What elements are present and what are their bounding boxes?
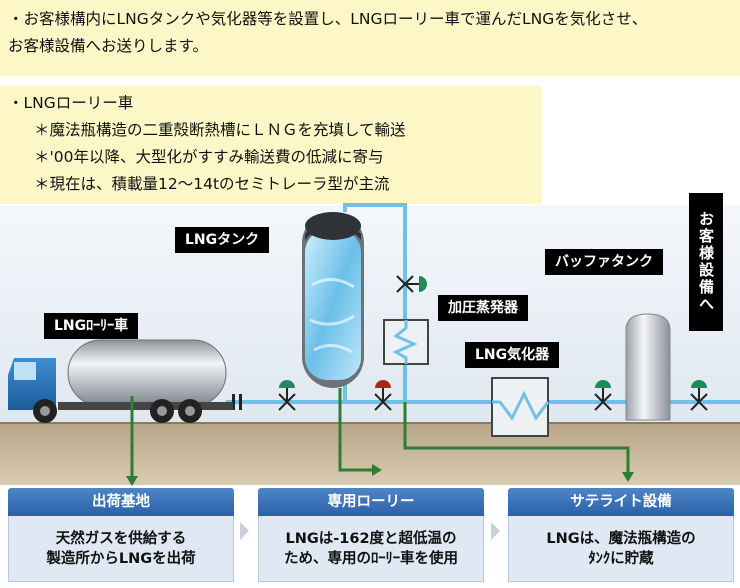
step-body: LNGは、魔法瓶構造の ﾀﾝｸに貯蔵 [508, 516, 734, 582]
notes-title: ・LNGローリー車 [8, 94, 134, 112]
step-arrow-icon [240, 522, 249, 540]
flow-arrowhead [126, 476, 138, 486]
step-title: 専用ローリー [258, 488, 484, 516]
label-lng-tank: LNGタンク [175, 227, 270, 253]
step-body: LNGは-162度と超低温の ため、専用のﾛｰﾘｰ車を使用 [258, 516, 484, 582]
note-item-2: ＊'00年以降、大型化がすすみ輸送費の低減に寄与 [34, 148, 384, 166]
step-dedicated-lorry: 専用ローリー LNGは-162度と超低温の ため、専用のﾛｰﾘｰ車を使用 [258, 488, 484, 582]
pipe-flange [232, 394, 235, 410]
step-arrow-icon [491, 522, 500, 540]
label-lng-vaporizer: LNG気化器 [465, 342, 560, 368]
lng-vaporizer-unit [491, 377, 550, 437]
step-text-line: ため、専用のﾛｰﾘｰ車を使用 [284, 551, 458, 567]
pressurizing-evaporator-unit [383, 319, 429, 365]
step-title: サテライト設備 [508, 488, 734, 516]
ground [0, 423, 740, 485]
step-title: 出荷基地 [8, 488, 234, 516]
label-pressurizing-evaporator: 加圧蒸発器 [438, 295, 528, 321]
intro-line-2: お客様設備へお送りします。 [8, 37, 208, 55]
step-body: 天然ガスを供給する 製造所からLNGを出荷 [8, 516, 234, 582]
valve-icon [594, 380, 612, 411]
flow-lines [130, 388, 630, 484]
pipe-flange [239, 394, 242, 410]
step-text-line: LNGは、魔法瓶構造の [546, 531, 696, 547]
valve-icon [396, 275, 427, 293]
flow-arrowhead [622, 472, 634, 482]
step-text-line: ﾀﾝｸに貯蔵 [588, 551, 654, 567]
notes-panel: ・LNGローリー車 ＊魔法瓶構造の二重殻断熱槽にＬＮＧを充填して輸送 ＊'00年… [0, 86, 542, 204]
flow-arrowhead [372, 464, 382, 476]
step-text-line: 天然ガスを供給する [55, 531, 187, 547]
note-item-1: ＊魔法瓶構造の二重殻断熱槽にＬＮＧを充填して輸送 [34, 121, 406, 139]
note-item-3: ＊現在は、積載量12～14tのセミトレーラ型が主流 [34, 175, 390, 193]
label-buffer-tank: バッファタンク [545, 249, 663, 275]
intro-panel: ・お客様構内にLNGタンクや気化器等を設置し、LNGローリー車で運んだLNGを気… [0, 0, 740, 76]
valve-icon [278, 380, 296, 411]
label-lng-lorry: LNGﾛｰﾘｰ車 [44, 313, 139, 339]
buffer-tank [625, 313, 671, 421]
step-text-line: LNGは-162度と超低温の [285, 531, 457, 547]
lng-tank [302, 212, 364, 388]
label-to-customer: お客様設備へ [689, 193, 723, 331]
valve-icon [374, 380, 392, 411]
lng-lorry-truck [8, 339, 233, 423]
step-text-line: 製造所からLNGを出荷 [46, 551, 196, 567]
intro-line-1: ・お客様構内にLNGタンクや気化器等を設置し、LNGローリー車で運んだLNGを気… [8, 10, 648, 28]
step-satellite-facility: サテライト設備 LNGは、魔法瓶構造の ﾀﾝｸに貯蔵 [508, 488, 734, 582]
valve-icon [690, 380, 708, 411]
step-shipping-base: 出荷基地 天然ガスを供給する 製造所からLNGを出荷 [8, 488, 234, 582]
